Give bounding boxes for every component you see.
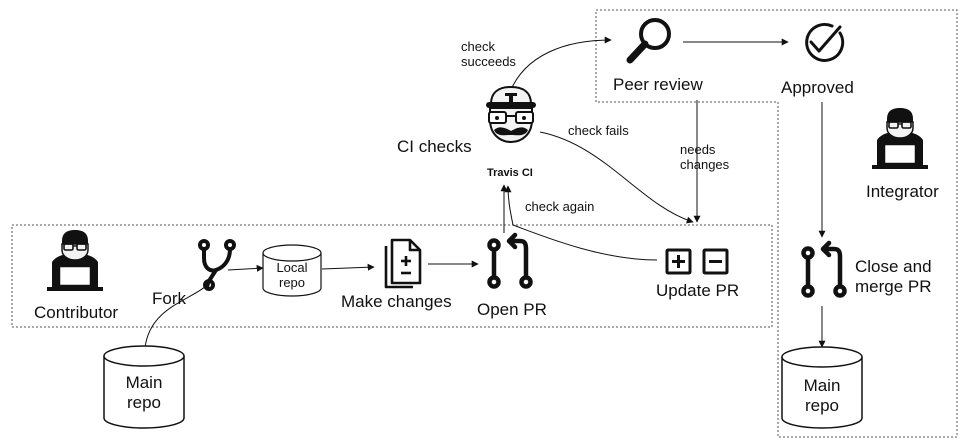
edge-update-to-ci xyxy=(504,185,658,261)
fork-label: Fork xyxy=(152,289,186,308)
developer-icon xyxy=(47,230,103,291)
magnifier-icon xyxy=(626,18,671,64)
peer-review-label: Peer review xyxy=(613,75,703,94)
pull-request-icon xyxy=(487,232,533,289)
pull-request-icon xyxy=(801,240,847,298)
integrator-region xyxy=(595,9,958,438)
check-circle-icon xyxy=(805,22,845,62)
edge-fork-to-local xyxy=(227,264,264,272)
contributor-region xyxy=(11,224,773,328)
edge-ci-to-review xyxy=(509,36,612,93)
travis-ci-mascot-icon xyxy=(486,85,536,144)
integrator-label: Integrator xyxy=(866,182,939,201)
database-icon xyxy=(103,345,185,429)
close-merge-label: Close and merge PR xyxy=(855,257,932,296)
file-diff-icon xyxy=(384,238,422,289)
contributor-label: Contributor xyxy=(34,303,119,322)
edge-label-needs-changes: needs changes xyxy=(680,142,730,172)
database-icon xyxy=(781,346,863,429)
plus-minus-icon xyxy=(665,248,729,275)
approved-label: Approved xyxy=(781,78,854,97)
edge-local-to-changes xyxy=(321,263,375,271)
edge-label-check-fails: check fails xyxy=(568,123,629,138)
travis-ci-logo-text: Travis CI xyxy=(487,167,533,179)
update-pr-label: Update PR xyxy=(656,281,740,300)
open-pr-label: Open PR xyxy=(477,300,547,319)
developer-icon xyxy=(872,108,928,169)
database-icon xyxy=(262,244,322,297)
main-repo-right-label: Main repo xyxy=(803,376,841,415)
edge-label-check-succeeds: check succeeds xyxy=(461,39,516,69)
main-repo-left-label: Main repo xyxy=(125,373,163,412)
edge-label-check-again: check again xyxy=(525,199,595,214)
local-repo-label: Local repo xyxy=(276,260,308,290)
edge-ci-to-update xyxy=(539,131,694,224)
make-changes-label: Make changes xyxy=(341,292,452,311)
ci-checks-label: CI checks xyxy=(397,137,472,156)
fork-icon xyxy=(198,239,236,291)
